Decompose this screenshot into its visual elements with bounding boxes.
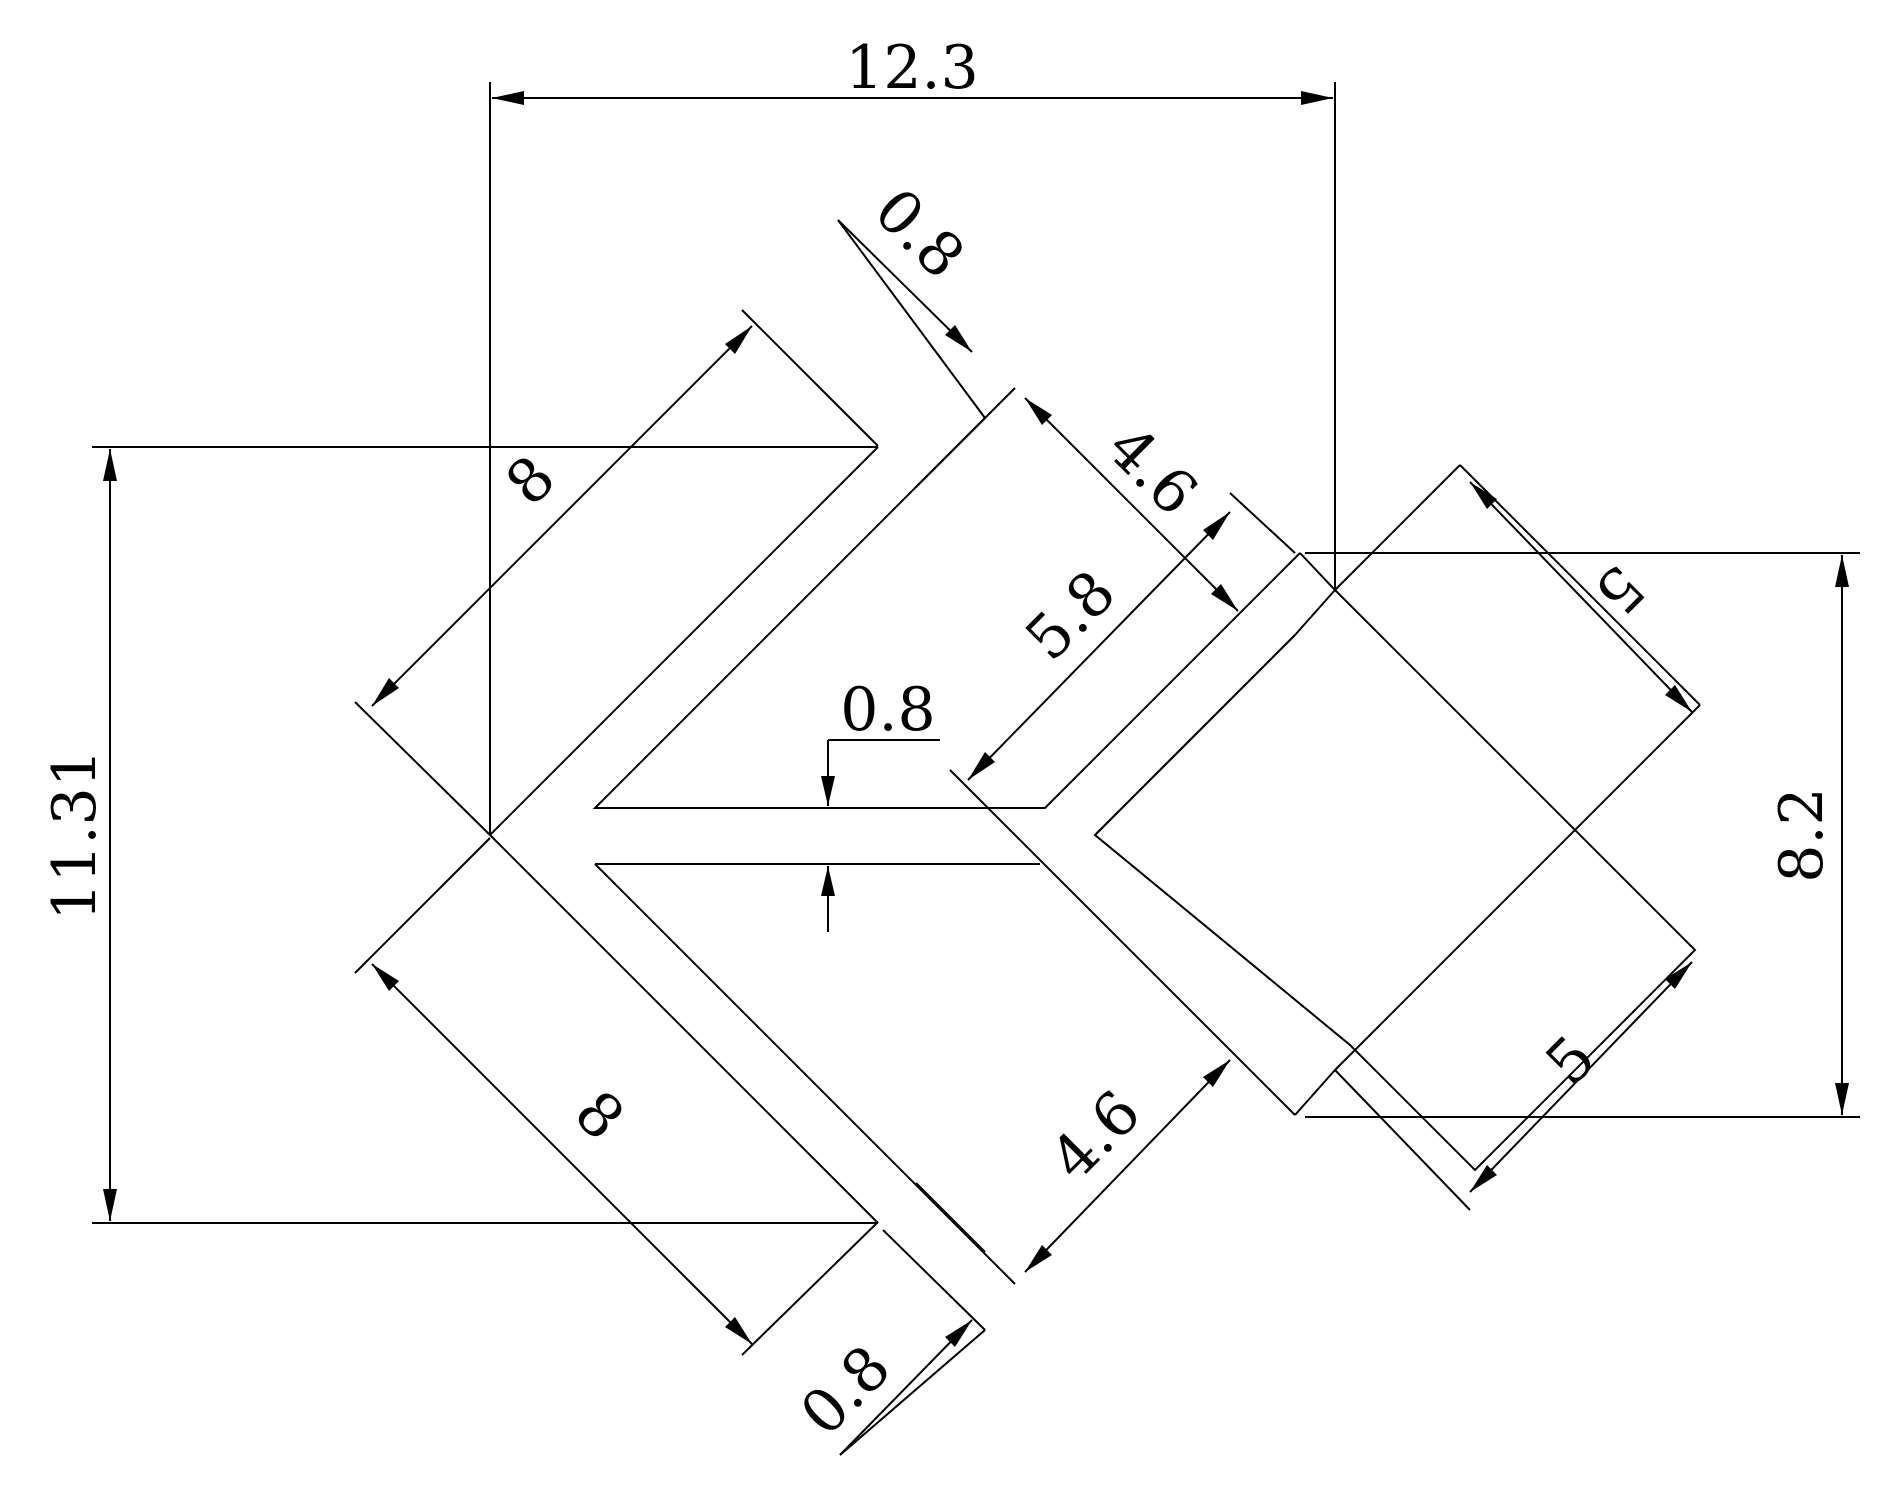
arrow-upper-left-side-a [372,678,399,706]
outline-right-inner-left-upper [1094,634,1296,836]
label-upper-left-side: 8 [493,443,570,520]
dimension-labels: 12.3 11.31 8.2 0.8 0.8 0.8 8 8 4.6 4.6 5… [40,33,1837,1449]
arrow-right-upper-side-b [1665,685,1692,712]
label-center-side: 5.8 [1012,557,1129,674]
arrow-middle-gap-bottom [821,866,835,896]
arrow-overall-height-top [103,449,117,481]
label-upper-inner-side: 4.6 [1094,412,1211,529]
arrow-bottom-gap [945,1320,972,1347]
part-outline [489,387,1701,1285]
outline-right-outer-lower-right [1334,704,1701,1071]
dim-line-lower-inner-side [1024,1059,1231,1273]
outline-right-outer-bottom [1294,1069,1336,1116]
ext-right-5-lower-a [1334,1069,1471,1211]
arrow-right-lower-side-a [1470,1165,1497,1192]
ext-lower-left-8-b [741,1221,879,1356]
outline-right-inner [1093,552,1697,1172]
arrow-lower-left-side-a [372,964,399,991]
ext-upper-left-8-b [354,701,491,836]
label-right-lower-side: 5 [1533,1023,1610,1100]
label-lower-left-side: 8 [561,1078,638,1155]
dim-line-right-upper-side [1469,481,1693,713]
arrow-upper-left-side-b [725,326,752,354]
outline-lower-triangle [594,863,1016,1285]
outline-right-outer-upper-right [1459,464,1701,706]
ext-upper-left-8-a [741,309,879,447]
outline-right-outer-top [1334,464,1461,591]
outline-left-lower [489,834,879,1224]
ext-top-gap-a [837,219,986,419]
arrow-overall-width-left [492,91,524,105]
label-right-height: 8.2 [1767,787,1837,882]
ext-bottom-gap-a [882,1229,986,1331]
dim-line-top-gap [837,219,973,353]
label-lower-inner-side: 4.6 [1037,1077,1154,1194]
label-bottom-gap: 0.8 [787,1332,904,1449]
arrow-upper-inner-side-b [1211,584,1238,611]
dim-line-right-lower-side [1469,961,1693,1193]
ext-bottom-gap-b [839,1329,986,1456]
arrow-middle-gap-top [821,776,835,806]
label-overall-width: 12.3 [845,33,979,103]
arrow-top-gap [945,325,972,352]
arrow-upper-inner-side-a [1025,398,1052,425]
label-overall-height: 11.31 [40,749,110,921]
arrow-lower-inner-side-a [1025,1245,1052,1272]
outline-left-upper [489,446,879,836]
dimension-lines [103,91,1849,1456]
dim-line-lower-left-side [371,963,753,1345]
arrow-right-upper-side-a [1470,482,1497,509]
arrow-center-side-b [1203,512,1230,540]
dim-line-upper-inner-side [1024,397,1239,612]
ext-center-58 [1229,492,1296,554]
dim-line-center-side [967,511,1231,781]
arrow-right-height-bottom [1835,1083,1849,1115]
extension-lines [92,82,1860,1456]
arrow-center-side-a [968,752,995,780]
ext-lower-left-8-a [354,837,491,974]
arrow-right-lower-side-b [1665,962,1692,989]
arrow-lower-inner-side-b [1203,1060,1230,1087]
arrow-overall-height-bottom [103,1189,117,1221]
dim-line-bottom-gap [839,1319,973,1456]
arrow-lower-left-side-b [725,1317,752,1344]
label-right-upper-side: 5 [1581,551,1658,628]
outline-lower-wall [915,1182,986,1253]
dim-line-upper-left-side [371,325,753,707]
outline-center-slant [949,769,1296,1116]
label-middle-gap: 0.8 [840,675,935,745]
arrow-overall-width-right [1301,91,1333,105]
outline-upper-triangle [592,387,1301,809]
arrow-right-height-top [1835,555,1849,587]
